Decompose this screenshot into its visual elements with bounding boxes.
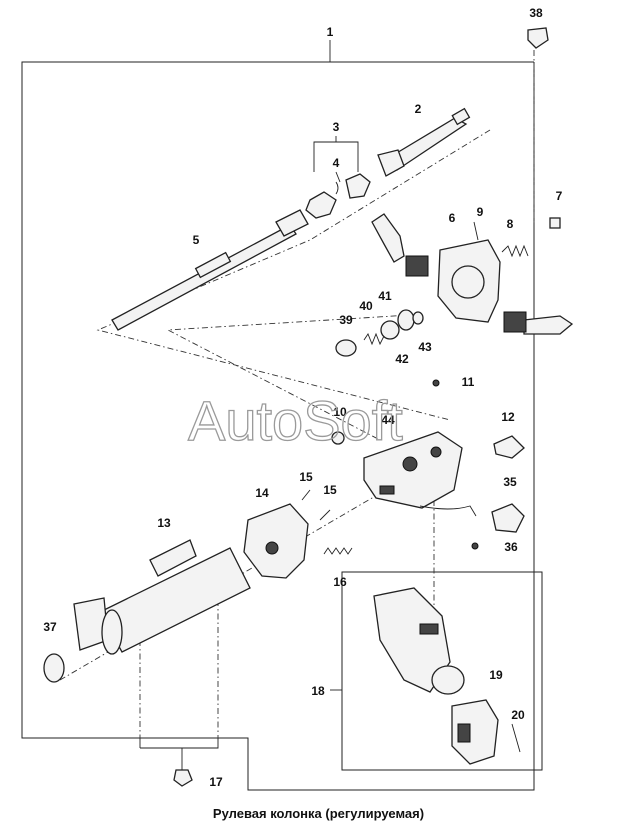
bolt-15b bbox=[319, 509, 331, 521]
callout-36: 36 bbox=[504, 540, 518, 554]
upper-steering-shaft bbox=[377, 107, 471, 177]
callout-37: 37 bbox=[43, 620, 57, 634]
callout-16: 16 bbox=[333, 575, 347, 589]
callout-4: 4 bbox=[333, 156, 340, 170]
nut-10 bbox=[331, 431, 345, 445]
callout-13: 13 bbox=[157, 516, 171, 530]
intermediate-shaft bbox=[111, 209, 309, 331]
callout-42: 42 bbox=[395, 352, 409, 366]
bushing-37 bbox=[43, 653, 65, 683]
callout-7: 7 bbox=[556, 189, 563, 203]
callout-39: 39 bbox=[339, 313, 353, 327]
bolt-15a bbox=[301, 489, 311, 501]
callout-44: 44 bbox=[381, 413, 395, 427]
callout-11: 11 bbox=[462, 375, 475, 389]
screw-20 bbox=[511, 723, 521, 753]
ignition-switch-19 bbox=[451, 699, 499, 765]
diagram-caption: Рулевая колонка (регулируемая) bbox=[212, 806, 425, 821]
callout-18: 18 bbox=[311, 684, 325, 698]
screw-36 bbox=[471, 542, 479, 550]
callout-38: 38 bbox=[529, 6, 543, 20]
callout-41: 41 bbox=[378, 289, 392, 303]
callout-43: 43 bbox=[418, 340, 432, 354]
callout-2: 2 bbox=[415, 102, 422, 116]
callout-1: 1 bbox=[327, 25, 334, 39]
bracket-17 bbox=[140, 738, 219, 749]
callout-19: 19 bbox=[489, 668, 503, 682]
callout-12: 12 bbox=[501, 410, 515, 424]
callout-15b: 15 bbox=[323, 483, 337, 497]
leaders bbox=[313, 136, 359, 183]
callout-15a: 15 bbox=[299, 470, 313, 484]
column-bracket-44 bbox=[363, 431, 477, 517]
callout-3: 3 bbox=[333, 120, 340, 134]
nut-17 bbox=[173, 769, 193, 787]
callout-35: 35 bbox=[503, 475, 517, 489]
watermark: AutoSoft bbox=[188, 389, 403, 452]
axis-column bbox=[166, 314, 411, 441]
callout-17: 17 bbox=[209, 775, 223, 789]
screw-9 bbox=[473, 221, 479, 241]
callout-40: 40 bbox=[359, 299, 373, 313]
spring-8 bbox=[501, 244, 529, 258]
callout-20: 20 bbox=[511, 708, 525, 722]
ignition-lock-housing bbox=[373, 587, 465, 695]
lock-components bbox=[335, 309, 424, 357]
combination-switch bbox=[371, 213, 574, 335]
cover-35 bbox=[491, 503, 525, 533]
tilt-bracket-14 bbox=[243, 503, 309, 579]
spring-16 bbox=[323, 547, 353, 555]
column-tube-13 bbox=[73, 539, 251, 655]
callout-14: 14 bbox=[255, 486, 269, 500]
screw-11 bbox=[432, 379, 440, 387]
bushing-set bbox=[305, 173, 371, 219]
callout-5: 5 bbox=[193, 233, 200, 247]
assembly-frame bbox=[21, 61, 535, 791]
cover-12 bbox=[493, 435, 525, 459]
cap-38 bbox=[527, 27, 549, 49]
ignition-switch-frame bbox=[341, 571, 543, 771]
callout-10: 10 bbox=[333, 405, 347, 419]
callout-9: 9 bbox=[477, 205, 484, 219]
axis-shaft bbox=[96, 129, 491, 421]
clip-7 bbox=[549, 217, 561, 229]
callout-6: 6 bbox=[449, 211, 456, 225]
callout-8: 8 bbox=[507, 217, 514, 231]
